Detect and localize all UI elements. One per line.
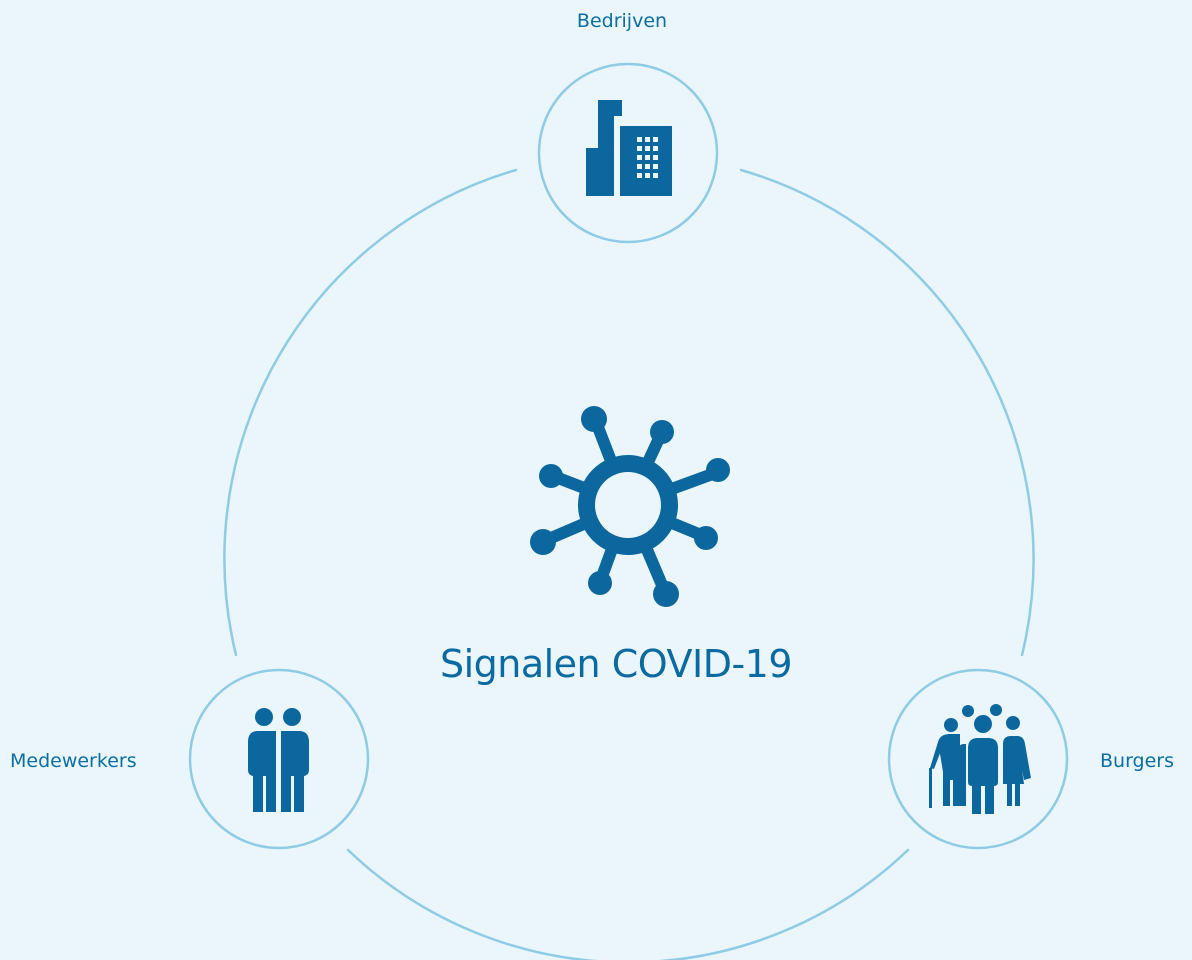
node-circle-burgers [887,668,1069,850]
node-circle-bedrijven [537,62,719,244]
group-of-people-icon [929,704,1031,814]
arc-medewerkers-bedrijven [223,168,518,657]
arc-burgers-medewerkers [346,848,910,960]
node-label-medewerkers: Medewerkers [10,750,137,772]
building-icon [586,100,672,196]
arc-bedrijven-burgers [739,168,1035,657]
node-label-bedrijven: Bedrijven [576,10,668,32]
virus-icon [530,406,730,607]
diagram-title: Signalen COVID-19 [439,642,793,686]
two-people-icon [248,708,309,812]
node-circle-medewerkers [188,668,370,850]
node-label-burgers: Burgers [1100,750,1175,772]
